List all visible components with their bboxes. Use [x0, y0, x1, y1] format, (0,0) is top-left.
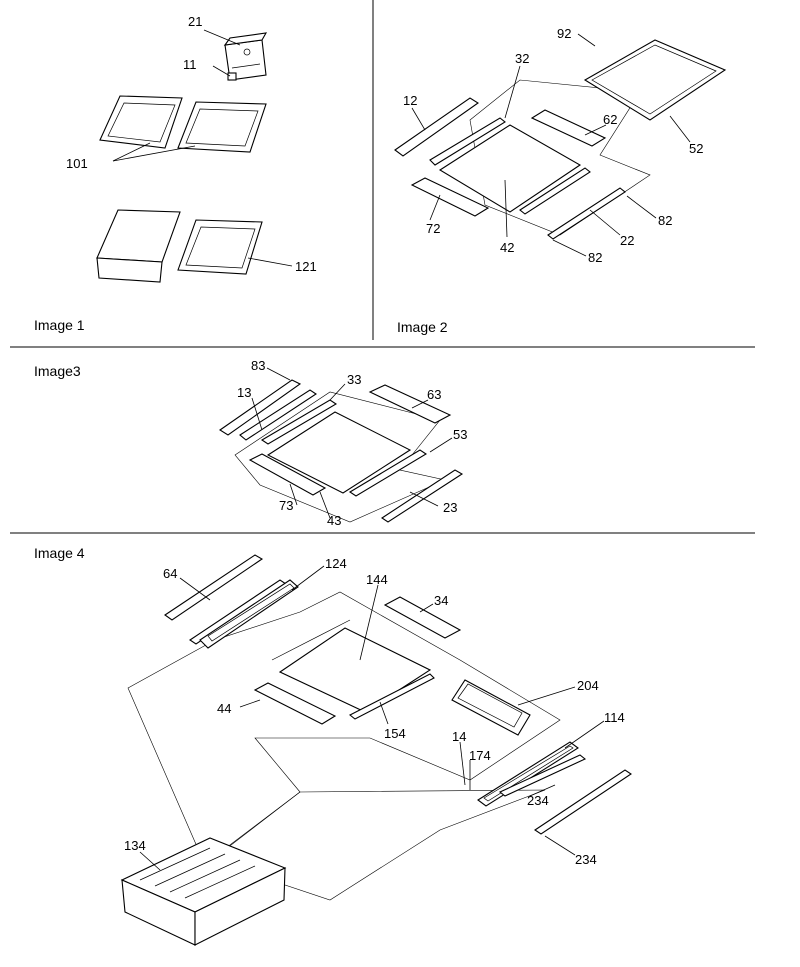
caption-image-1: Image 1 [34, 317, 85, 333]
label-33: 33 [347, 372, 361, 387]
label-82-lower: 82 [588, 250, 602, 265]
label-204: 204 [577, 678, 599, 693]
part-92-52-shape [583, 39, 727, 121]
part-134-drawer-shape [120, 837, 287, 946]
part-144-shape [271, 619, 432, 713]
label-13: 13 [237, 385, 251, 400]
label-101: 101 [66, 156, 88, 171]
part-44-shape [253, 682, 337, 725]
panel-image-2: 92 32 12 62 52 42 72 82 22 82 Image 2 [394, 26, 727, 335]
label-43: 43 [327, 513, 341, 528]
label-82-upper: 82 [658, 213, 672, 228]
label-23: 23 [443, 500, 457, 515]
label-114: 114 [604, 710, 625, 725]
label-154: 154 [384, 726, 406, 741]
label-11: 11 [183, 57, 197, 72]
part-121-shapes [96, 209, 263, 283]
label-134: 134 [124, 838, 146, 853]
part-114-shape [477, 741, 579, 807]
part-34-shape [383, 596, 462, 639]
part-62-shape [530, 109, 607, 147]
part-204-shape [451, 679, 531, 736]
label-21: 21 [188, 14, 202, 29]
label-42: 42 [500, 240, 514, 255]
part-21-shape [223, 32, 268, 81]
label-234-lower: 234 [575, 852, 597, 867]
label-92: 92 [557, 26, 571, 41]
part-33-shape [260, 399, 338, 445]
panel-image-4: 64 124 144 34 44 154 204 114 14 174 234 … [34, 545, 632, 946]
label-52: 52 [689, 141, 703, 156]
part-12-shape [394, 97, 479, 157]
label-14: 14 [452, 729, 466, 744]
panel-image-1: 21 11 101 121 Image 1 [34, 14, 317, 333]
label-124: 124 [325, 556, 347, 571]
label-34: 34 [434, 593, 448, 608]
label-72: 72 [426, 221, 440, 236]
caption-image-4: Image 4 [34, 545, 85, 561]
label-83: 83 [251, 358, 265, 373]
label-174: 174 [469, 748, 491, 763]
label-144: 144 [366, 572, 388, 587]
label-121: 121 [295, 259, 317, 274]
part-22-shape [519, 167, 626, 240]
part-101-shapes [99, 95, 267, 153]
label-32: 32 [515, 51, 529, 66]
part-42-shape [438, 124, 582, 213]
panel-2-leaders [411, 33, 691, 257]
label-44: 44 [217, 701, 231, 716]
panel-4-leaders [139, 565, 605, 871]
caption-image-2: Image 2 [397, 319, 448, 335]
part-83-13-shape [219, 379, 317, 441]
part-43-shape [266, 411, 412, 494]
label-73: 73 [279, 498, 293, 513]
panel-3-leaders [251, 367, 453, 519]
caption-image-3: Image3 [34, 363, 81, 379]
part-154-shape [348, 673, 435, 720]
part-72-shape [410, 177, 490, 217]
part-63-shape [368, 384, 452, 424]
label-63: 63 [427, 387, 441, 402]
part-53-23-shape [348, 449, 464, 523]
panel-dividers [10, 0, 755, 534]
label-53: 53 [453, 427, 467, 442]
part-32-shape [429, 117, 506, 166]
part-73-shape [248, 453, 327, 496]
panel-1-leaders [112, 29, 293, 267]
label-234-upper: 234 [527, 793, 549, 808]
panel-image-3: 83 13 33 63 53 73 43 23 Image3 [34, 358, 467, 528]
label-62: 62 [603, 112, 617, 127]
label-12: 12 [403, 93, 417, 108]
label-64: 64 [163, 566, 177, 581]
part-234-shape [498, 754, 632, 835]
part-11-shape [227, 72, 237, 81]
label-22: 22 [620, 233, 634, 248]
